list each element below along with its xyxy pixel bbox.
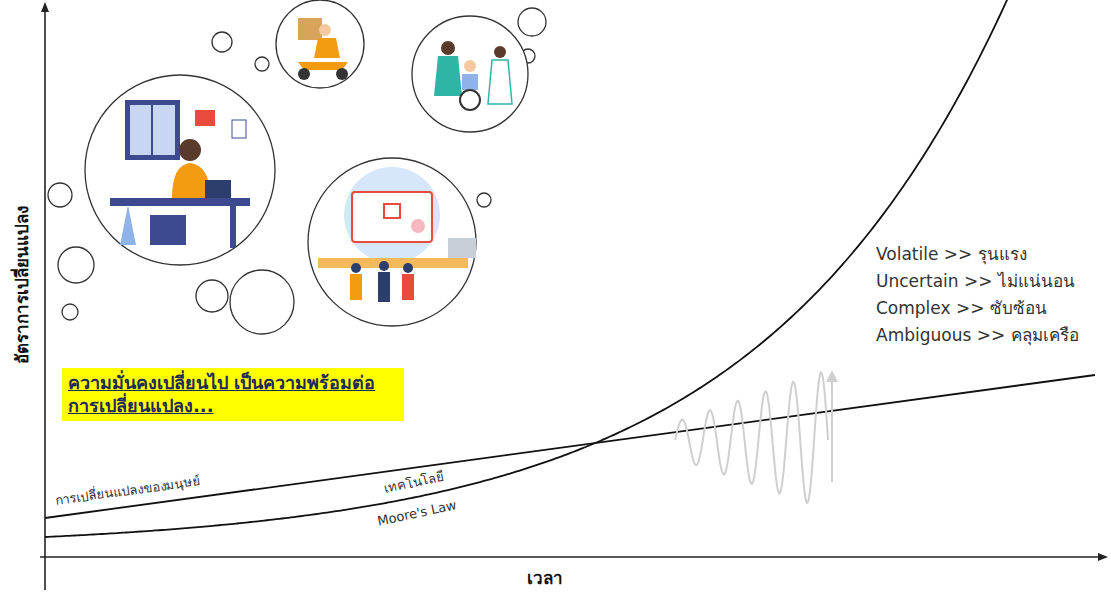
small-bubble	[477, 193, 491, 207]
shopper	[378, 272, 390, 302]
small-bubble	[230, 270, 294, 334]
curves	[45, 0, 1095, 537]
delivery-illustration	[298, 18, 348, 80]
x-axis-arrow	[1098, 553, 1108, 561]
small-bubble	[255, 57, 269, 71]
small-bubble	[212, 32, 232, 52]
globe	[344, 167, 440, 263]
vuca-item: Complex >> ซับซ้อน	[876, 298, 1047, 318]
vuca-item: Ambiguous >> คลุมเครือ	[876, 325, 1079, 345]
rising-arrow	[831, 378, 833, 482]
frame	[232, 120, 246, 138]
shopper	[350, 274, 362, 300]
small-bubble	[58, 247, 94, 283]
head	[494, 46, 506, 58]
rising-arrowhead	[826, 370, 838, 382]
small-bubble	[196, 280, 228, 312]
small-bubble	[48, 183, 72, 207]
shoppers	[350, 261, 414, 302]
wheelchair	[460, 90, 480, 110]
head	[403, 263, 413, 273]
desk-leg	[230, 206, 236, 248]
x-axis	[40, 556, 1100, 558]
vuca-item: Uncertain >> ไม่แน่นอน	[876, 271, 1075, 291]
wheel	[298, 68, 310, 80]
nurse	[434, 56, 462, 96]
doctor	[488, 60, 512, 104]
volatility-wave	[675, 372, 828, 502]
chair	[150, 215, 186, 245]
curve-label: การเปลี่ยนแปลงของมนุษย์	[54, 473, 202, 508]
y-axis-title: อัตราการเปลี่ยนแปลง	[12, 206, 32, 364]
parcel	[298, 18, 322, 40]
axes	[40, 2, 1108, 590]
head	[351, 263, 361, 273]
laptop	[205, 180, 231, 198]
screen	[352, 192, 432, 242]
curve-label: เทคโนโลยี	[383, 469, 446, 497]
curve-label: Moore's Law	[376, 497, 458, 529]
cart-icon	[384, 204, 400, 218]
head	[179, 139, 201, 161]
plant	[120, 205, 136, 245]
head	[464, 60, 476, 72]
body	[172, 163, 210, 198]
window-frame	[151, 105, 153, 155]
highlight-box: ความมั่นคงเปลี่ยนไป เป็นความพร้อมต่อการเ…	[62, 368, 404, 421]
wheel	[336, 68, 348, 80]
y-axis-arrow	[41, 2, 49, 12]
bubble-home-office	[85, 75, 275, 265]
technology-curve	[45, 0, 1008, 537]
window	[125, 100, 180, 160]
desk	[110, 198, 250, 206]
truck	[448, 238, 476, 258]
highlight-text: ความมั่นคงเปลี่ยนไป เป็นความพร้อมต่อการเ…	[68, 371, 398, 418]
stairs	[318, 258, 468, 268]
x-axis-title: เวลา	[527, 568, 563, 588]
window-glass	[130, 105, 175, 155]
small-bubble	[62, 304, 78, 320]
care-illustration	[434, 41, 512, 110]
small-bubble	[518, 8, 546, 36]
vuca-item: Volatile >> รุนแรง	[876, 244, 1027, 264]
y-axis	[44, 8, 46, 590]
badge	[411, 219, 425, 233]
patient	[462, 74, 478, 90]
shopper	[402, 274, 414, 300]
home-office-illustration	[110, 100, 250, 248]
bubble-care	[412, 16, 528, 132]
bubble-delivery	[276, 0, 364, 88]
head	[379, 261, 389, 271]
head	[319, 24, 331, 36]
rider	[314, 38, 340, 58]
ecommerce-illustration	[318, 167, 476, 302]
head	[441, 41, 455, 55]
bubbles	[48, 0, 546, 334]
bubble-ecommerce	[308, 158, 476, 326]
wall-sign	[195, 110, 215, 126]
